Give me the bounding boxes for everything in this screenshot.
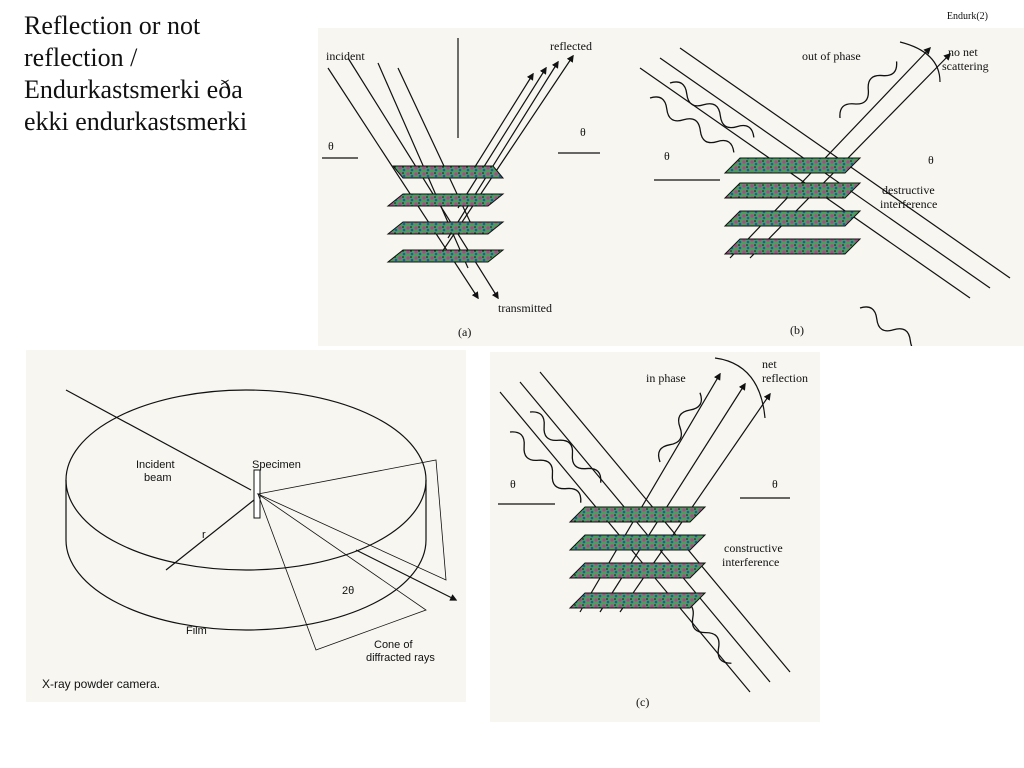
caption-a: (a) bbox=[458, 325, 471, 339]
label-cone-2: diffracted rays bbox=[366, 652, 435, 664]
phase-brace bbox=[714, 357, 766, 419]
wave-incident bbox=[509, 431, 582, 503]
atomic-plane bbox=[568, 562, 707, 579]
reflected-ray bbox=[467, 72, 534, 179]
theta-left: θ bbox=[664, 149, 670, 163]
atomic-plane bbox=[391, 165, 505, 179]
caption-b: (b) bbox=[790, 323, 804, 337]
wave-transmitted bbox=[679, 601, 732, 664]
label-interference: interference bbox=[722, 555, 779, 569]
incident-ray bbox=[327, 67, 479, 300]
label-reflected: reflected bbox=[550, 39, 592, 53]
reflected-ray bbox=[447, 60, 559, 239]
reflected-ray bbox=[619, 392, 771, 613]
figure-c-diagram: in phase net reflection constructive int… bbox=[498, 357, 808, 709]
atomic-plane bbox=[568, 534, 707, 551]
label-two-theta: 2θ bbox=[342, 585, 354, 597]
camera-panel: Incident beam Specimen r 2θ Film Cone of… bbox=[26, 350, 466, 702]
slide-title: Reflection or not reflection / Endurkast… bbox=[24, 10, 324, 138]
theta-left: θ bbox=[510, 477, 516, 491]
label-incident: Incident bbox=[136, 459, 175, 471]
title-line-2: reflection / bbox=[24, 43, 138, 72]
incident-beam bbox=[65, 389, 252, 491]
atomic-plane bbox=[723, 182, 862, 199]
title-line-1: Reflection or not bbox=[24, 11, 201, 40]
wave-incident bbox=[529, 411, 602, 483]
figure-a-diagram: incident reflected transmitted θ θ (a) bbox=[322, 38, 600, 339]
figure-c-panel: in phase net reflection constructive int… bbox=[490, 352, 820, 722]
atomic-plane bbox=[568, 506, 707, 523]
wave-scattered bbox=[839, 61, 898, 119]
scattered-ray bbox=[749, 52, 952, 259]
label-specimen: Specimen bbox=[252, 459, 301, 471]
atomic-plane bbox=[723, 210, 862, 227]
diffraction-cone bbox=[256, 459, 447, 581]
diffracted-rays bbox=[257, 492, 427, 651]
atomic-plane bbox=[386, 193, 505, 207]
label-incident: incident bbox=[326, 49, 365, 63]
page-tag: Endurk(2) bbox=[946, 11, 988, 22]
theta-right: θ bbox=[928, 153, 934, 167]
atomic-plane bbox=[723, 157, 862, 174]
wave-transmitted bbox=[859, 306, 928, 354]
label-beam: beam bbox=[144, 472, 172, 484]
atomic-plane bbox=[386, 221, 505, 235]
caption-c: (c) bbox=[636, 695, 649, 709]
label-out-of-phase: out of phase bbox=[802, 49, 861, 63]
label-no-net: no net bbox=[948, 45, 978, 59]
label-destructive: destructive bbox=[882, 183, 935, 197]
reflected-ray bbox=[457, 66, 547, 209]
figure-b-diagram: out of phase no net scattering destructi… bbox=[639, 41, 1011, 354]
label-radius: r bbox=[202, 529, 206, 541]
phase-brace bbox=[899, 41, 941, 83]
atomic-plane bbox=[568, 592, 707, 609]
label-cone-1: Cone of bbox=[374, 639, 413, 651]
label-reflection: reflection bbox=[762, 371, 808, 385]
camera-diagram: Incident beam Specimen r 2θ Film Cone of… bbox=[42, 389, 458, 691]
camera-caption: X-ray powder camera. bbox=[42, 677, 160, 691]
title-line-4: ekki endurkastsmerki bbox=[24, 107, 248, 136]
figure-b-panel: out of phase no net scattering destructi… bbox=[630, 28, 1024, 354]
label-film: Film bbox=[186, 625, 207, 637]
label-transmitted: transmitted bbox=[498, 301, 552, 315]
exit-beam bbox=[355, 549, 458, 601]
title-line-3: Endurkastsmerki eða bbox=[24, 75, 243, 104]
film-top-rim bbox=[65, 389, 427, 571]
label-in-phase: in phase bbox=[646, 371, 686, 385]
wave-incident bbox=[669, 81, 755, 138]
figure-a-panel: incident reflected transmitted θ θ (a) bbox=[318, 28, 630, 346]
wave-reflected bbox=[657, 392, 703, 463]
incident-ray bbox=[519, 381, 771, 683]
theta-right: θ bbox=[772, 477, 778, 491]
wave-incident bbox=[649, 96, 735, 153]
label-net: net bbox=[762, 357, 777, 371]
label-constructive: constructive bbox=[724, 541, 783, 555]
theta-left: θ bbox=[328, 139, 334, 153]
radius-line bbox=[165, 499, 255, 571]
film-cylinder bbox=[65, 480, 427, 631]
atomic-plane bbox=[386, 249, 505, 263]
label-interference: interference bbox=[880, 197, 937, 211]
label-scattering: scattering bbox=[942, 59, 989, 73]
atomic-plane bbox=[723, 238, 862, 255]
theta-right: θ bbox=[580, 125, 586, 139]
